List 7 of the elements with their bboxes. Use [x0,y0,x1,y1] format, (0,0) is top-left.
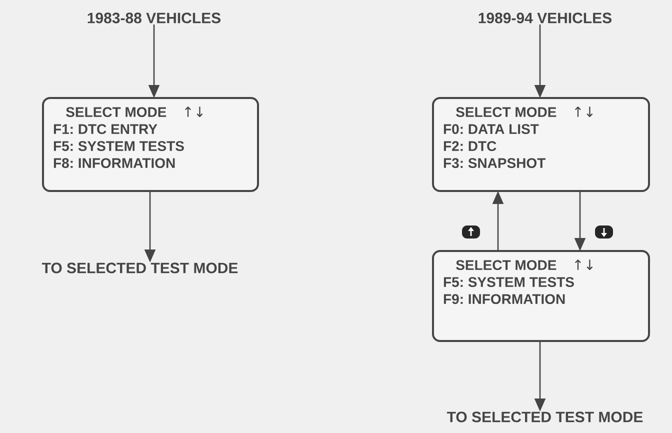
flow-label: TO SELECTED TEST MODE [42,262,238,274]
display-screen-box: SELECT MODE ↑↓ F0: DATA LIST F2: DTC F3: SNAPSHOT [432,97,650,192]
flow-label: 1983-88 VEHICLES [88,12,220,24]
display-screen-box: SELECT MODE ↑↓ F5: SYSTEM TESTS F9: INFORMATION [432,250,650,342]
display-screen-box: SELECT MODE ↑↓ F1: DTC ENTRY F5: SYSTEM TESTS F8: INFORMATION [42,97,259,192]
flow-label: TO SELECTED TEST MODE [446,412,643,422]
flow-label: 1989-94 VEHICLES [478,12,612,24]
